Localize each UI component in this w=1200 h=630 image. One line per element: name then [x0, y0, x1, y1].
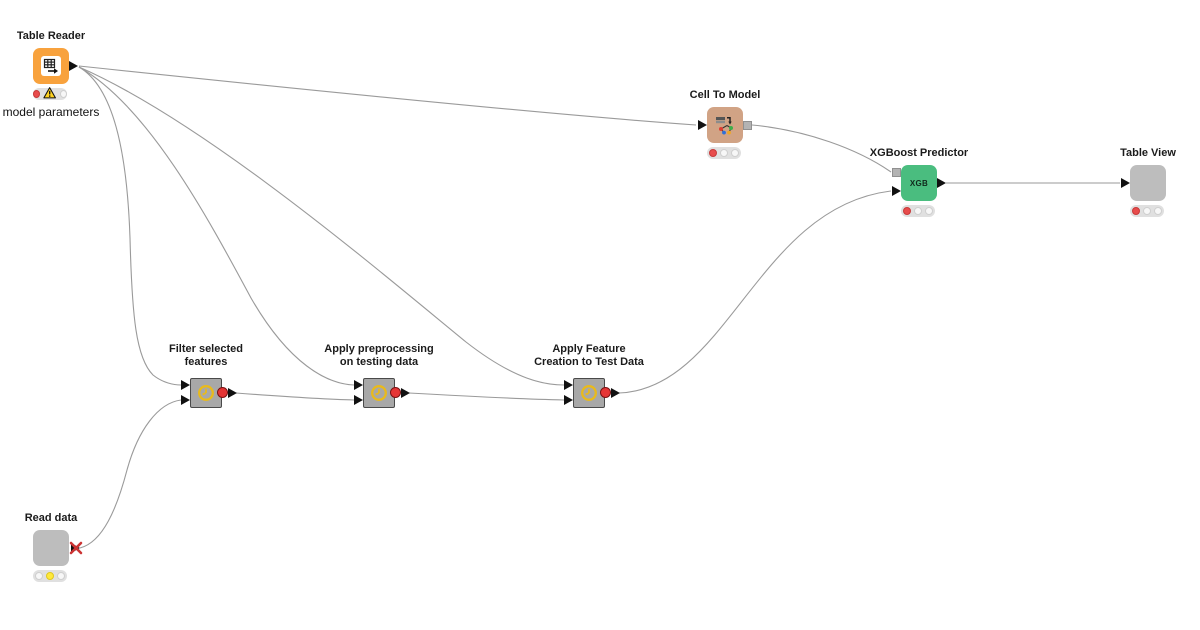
xgb-body-label: XGB: [909, 178, 929, 188]
metanode-output-dot[interactable]: [217, 387, 228, 398]
connection-read-data-to-filter-selected-features[interactable]: [79, 399, 182, 549]
metanode-output-dot[interactable]: [390, 387, 401, 398]
output-port-table-reader[interactable]: [69, 61, 78, 71]
connection-apply-feature-creation-to-xgboost[interactable]: [618, 190, 892, 394]
clock-icon: [198, 385, 214, 401]
status-yellow-light: [46, 572, 54, 580]
status-off-light: [720, 149, 728, 157]
node-body-filter-selected-features[interactable]: [190, 378, 222, 408]
status-off-light: [731, 149, 739, 157]
node-body-cell-to-model[interactable]: [707, 107, 743, 143]
connection-apply-preprocessing-to-apply-feature-creation[interactable]: [408, 392, 565, 401]
status-off-light: [57, 572, 65, 580]
connection-filter-to-apply-preprocessing[interactable]: [235, 392, 355, 401]
output-port-apply-preprocessing[interactable]: [401, 388, 410, 398]
connection-table-reader-to-apply-feature-creation[interactable]: [78, 66, 565, 386]
connection-error-x-icon: [69, 541, 83, 555]
node-body-xgboost-predictor[interactable]: XGB: [901, 165, 937, 201]
node-table-reader[interactable]: Table Reader: [3, 30, 100, 119]
output-port-cell-to-model[interactable]: [743, 120, 752, 130]
node-annotation-table-reader: model parameters: [2, 105, 100, 119]
status-red-light: [903, 207, 911, 215]
table-reader-icon: [41, 56, 61, 76]
connection-cell-to-model-to-xgboost[interactable]: [751, 124, 892, 173]
traffic-light-table-reader: [33, 86, 67, 100]
status-off-light: [925, 207, 933, 215]
traffic-light-read-data: [33, 570, 67, 582]
connection-table-reader-to-cell-to-model[interactable]: [78, 65, 697, 126]
status-red-light: [1132, 207, 1140, 215]
node-read-data[interactable]: Read data: [25, 512, 83, 582]
node-xgboost-predictor[interactable]: XGBoost Predictor XGB: [870, 147, 968, 217]
connection-table-reader-to-filter-selected-features[interactable]: [78, 66, 182, 386]
output-port-xgboost[interactable]: [937, 178, 946, 188]
clock-icon: [371, 385, 387, 401]
input-port-2-filter[interactable]: [181, 395, 190, 405]
status-red-light: [709, 149, 717, 157]
metanode-output-dot[interactable]: [600, 387, 611, 398]
input-port-1-filter[interactable]: [181, 380, 190, 390]
node-body-apply-preprocessing[interactable]: [363, 378, 395, 408]
status-off-light: [59, 90, 67, 98]
output-port-apply-feature-creation[interactable]: [611, 388, 620, 398]
input-port-1-apply-feature-creation[interactable]: [564, 380, 573, 390]
traffic-light-table-view: [1130, 205, 1164, 217]
status-off-light: [914, 207, 922, 215]
input-port-cell-to-model[interactable]: [698, 120, 707, 130]
node-body-read-data[interactable]: [33, 530, 69, 566]
node-body-table-reader[interactable]: [33, 48, 69, 84]
warning-icon: [43, 86, 57, 98]
node-cell-to-model[interactable]: Cell To Model: [690, 89, 760, 159]
node-body-table-view[interactable]: [1130, 165, 1166, 201]
input-port-2-apply-feature-creation[interactable]: [564, 395, 573, 405]
input-port-data-xgboost[interactable]: [892, 186, 901, 196]
traffic-light-cell-to-model: [707, 147, 741, 159]
clock-icon: [581, 385, 597, 401]
cell-to-model-icon: [716, 117, 733, 135]
status-off-light: [1143, 207, 1151, 215]
traffic-light-xgboost: [901, 205, 935, 217]
status-off-light: [1154, 207, 1162, 215]
input-port-1-apply-preprocessing[interactable]: [354, 380, 363, 390]
input-port-table-view[interactable]: [1121, 178, 1130, 188]
input-port-2-apply-preprocessing[interactable]: [354, 395, 363, 405]
input-port-model-xgboost[interactable]: [892, 168, 901, 177]
status-red-light: [33, 90, 41, 98]
node-table-view[interactable]: Table View: [1120, 147, 1176, 217]
output-port-filter[interactable]: [228, 388, 237, 398]
connection-table-reader-to-apply-preprocessing[interactable]: [78, 66, 355, 386]
status-off-light: [35, 572, 43, 580]
